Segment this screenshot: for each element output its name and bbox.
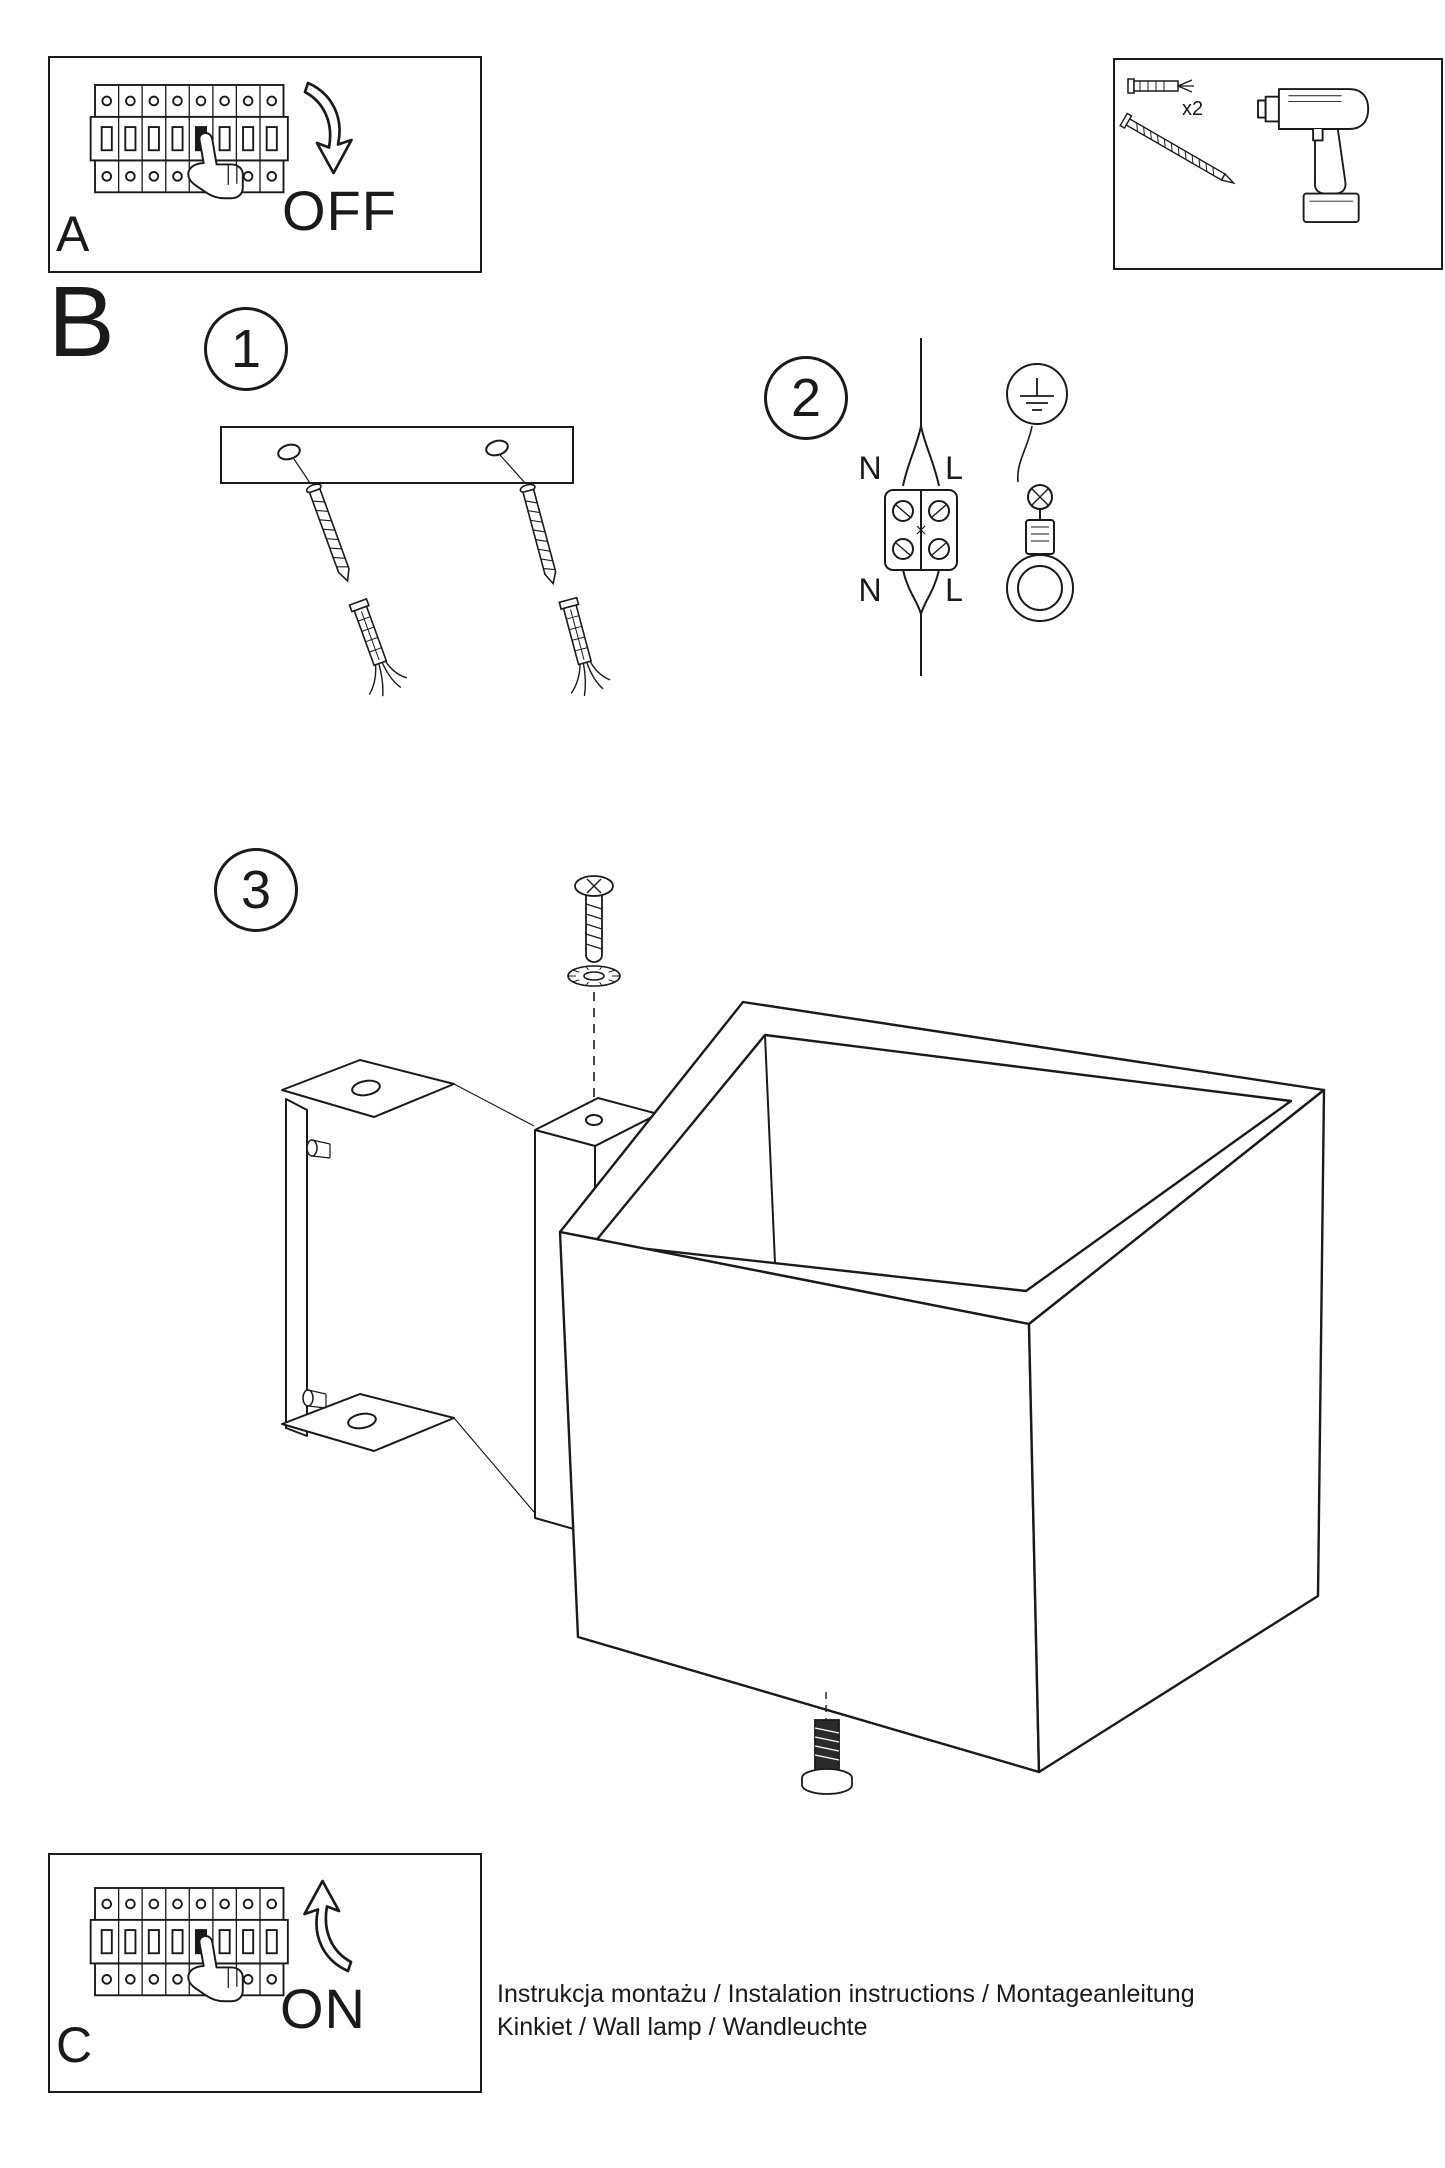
locking-screw-drawing [801, 1692, 853, 1795]
footer-line-2: Kinkiet / Wall lamp / Wandleuchte [497, 2012, 868, 2041]
off-label: OFF [282, 179, 397, 242]
panel-power-on [48, 1853, 482, 2093]
terminal-screws [892, 500, 950, 560]
step-3-badge: 3 [214, 848, 298, 932]
panel-power-off [48, 56, 482, 273]
step-3-number: 3 [240, 860, 272, 920]
lock-washer-drawing [567, 965, 621, 987]
panel-tools [1113, 58, 1443, 270]
wire-label-l-top: L [945, 450, 963, 486]
on-label: ON [280, 1977, 366, 2040]
wire-label-l-bottom: L [945, 572, 963, 608]
panel-a-label: A [56, 206, 90, 262]
section-b-label: B [48, 266, 115, 378]
mounting-bracket-drawing [281, 1059, 535, 1513]
anchor-right-drawing [558, 596, 611, 697]
screw-right-drawing [519, 483, 557, 586]
anchor-left-drawing [348, 597, 408, 697]
bracket-screw-icons [302, 1139, 331, 1409]
wiring-drawing [884, 338, 958, 676]
step-2-number: 2 [790, 368, 822, 428]
step-1-number: 1 [230, 319, 262, 379]
wire-label-n-bottom: N [858, 572, 882, 608]
ring-terminal-drawing [1006, 425, 1074, 622]
screw-left-drawing [305, 483, 350, 583]
cube-shade-drawing [558, 1000, 1326, 1774]
earth-symbol-icon [1006, 363, 1068, 425]
machine-screw-drawing [574, 875, 614, 963]
panel-c-label: C [56, 2017, 93, 2073]
step-1-badge: 1 [204, 307, 288, 391]
footer-line-1: Instrukcja montażu / Instalation instruc… [497, 1980, 1195, 2008]
anchor-quantity-label: x2 [1182, 98, 1204, 120]
footer-text: Instrukcja montażu / Instalation instruc… [497, 1978, 1195, 2043]
step-2-badge: 2 [764, 356, 848, 440]
mounting-strip-drawing [220, 426, 574, 484]
wall-mount-box-drawing [534, 1097, 659, 1536]
wire-label-n-top: N [858, 450, 882, 486]
